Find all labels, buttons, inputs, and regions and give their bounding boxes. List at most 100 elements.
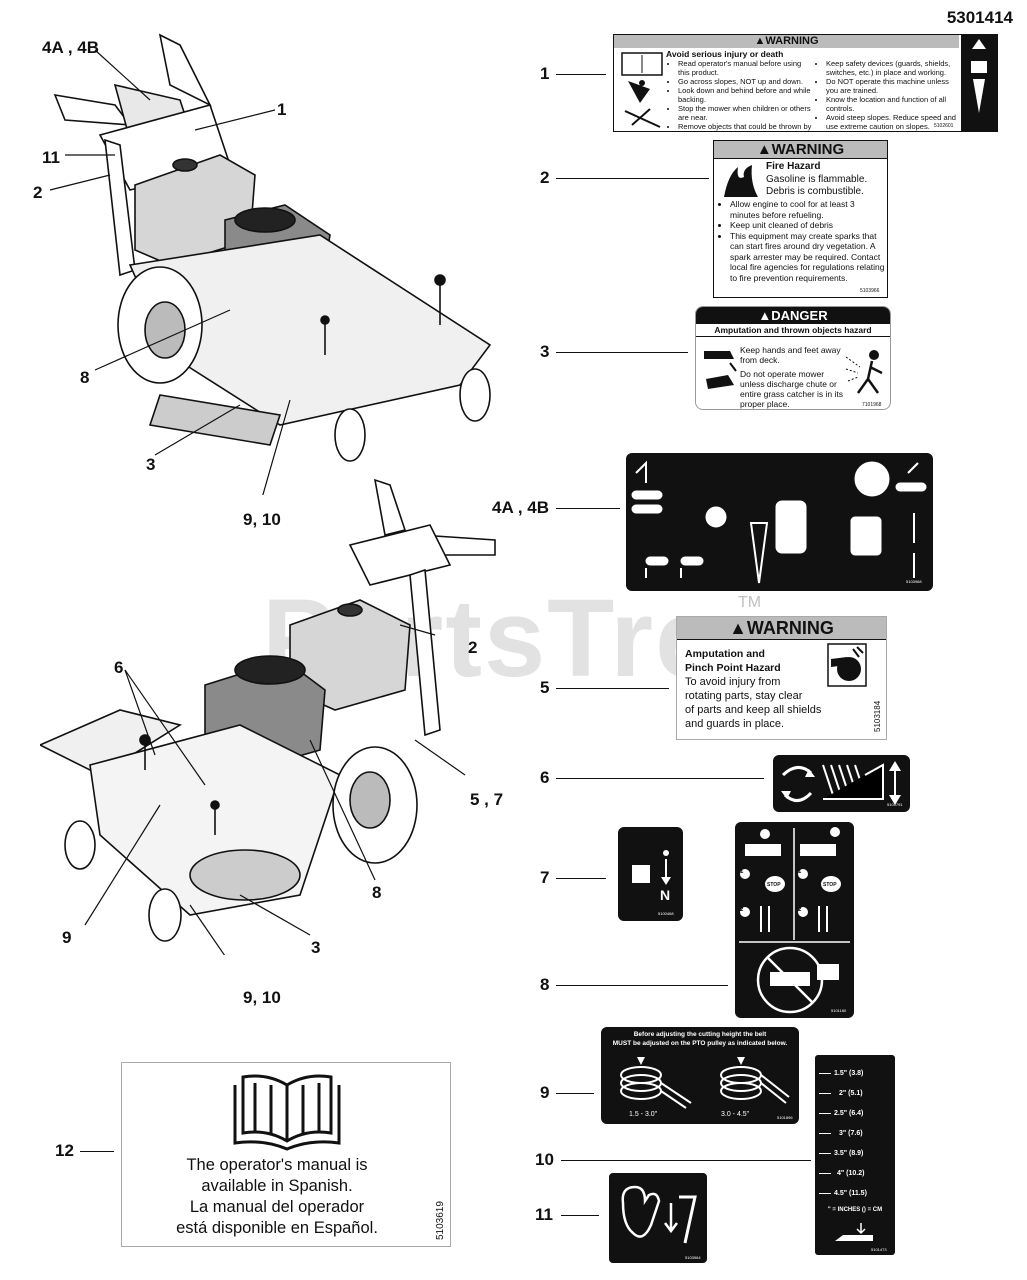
decal-3-title: Amputation and thrown objects hazard xyxy=(696,324,890,337)
decal-5-title2: Pinch Point Hazard xyxy=(685,662,781,674)
decal-8-graphics xyxy=(739,827,850,1014)
decal-1-title: Avoid serious injury or death xyxy=(666,49,784,59)
decal-1-right-item: Keep safety devices (guards, shields, sw… xyxy=(826,59,957,77)
decal-1-right-item: Do NOT operate this machine unless you a… xyxy=(826,77,957,95)
label-8: 8 xyxy=(540,975,550,994)
decal-5-title1: Amputation and xyxy=(685,648,765,660)
leader-3 xyxy=(556,352,688,353)
decal-1-left-item: Go across slopes, NOT up and down. xyxy=(678,77,814,86)
scale-mark: 3" (7.6) xyxy=(819,1123,893,1143)
thrown-objects-icon xyxy=(845,350,883,394)
decal-4-graphics xyxy=(631,460,927,584)
decal-5-title: Amputation and Pinch Point Hazard xyxy=(685,647,781,675)
decal-9-line2: MUST be adjusted on the PTO pulley as in… xyxy=(612,1039,788,1047)
leader-1 xyxy=(556,74,606,75)
scale-mark: 4.5" (11.5) xyxy=(819,1183,893,1203)
callout-3-top: 3 xyxy=(146,455,156,474)
leader-11 xyxy=(561,1215,599,1216)
decal-1-left-item: Read operator's manual before using this… xyxy=(678,59,814,77)
decal-2-title: Fire Hazard xyxy=(766,161,821,172)
label-5: 5 xyxy=(540,678,550,697)
decal-2-line1: Gasoline is flammable. xyxy=(766,173,868,185)
callout-9-10-top: 9, 10 xyxy=(243,510,281,529)
scale-mark: 2" (5.1) xyxy=(819,1083,893,1103)
deck-height-icon xyxy=(835,1223,873,1241)
decal-1-direction-panel: N xyxy=(961,35,997,131)
watermark-tm: TM xyxy=(738,594,762,611)
flame-icon xyxy=(724,165,758,197)
decal-10-height-scale: 1.5" (3.8) 2" (5.1) 2.5" (6.4) 3" (7.6) … xyxy=(815,1055,895,1255)
decal-6-height-adjust: 5103791 xyxy=(773,755,910,812)
decal-2-bullet: This equipment may create sparks that ca… xyxy=(730,231,886,284)
decal-8-step-2a: 2 xyxy=(740,907,744,913)
scale-mark: 3.5" (8.9) xyxy=(819,1143,893,1163)
decal-3-header: ▲DANGER xyxy=(696,307,890,324)
label-10: 10 xyxy=(535,1150,554,1169)
decal-3-danger: ▲DANGER Amputation and thrown objects ha… xyxy=(695,306,891,410)
decal-6-graphics xyxy=(781,761,901,805)
decal-5-code: 5103184 xyxy=(873,700,882,732)
glove-icon xyxy=(621,1185,697,1244)
decal-5-body-line: rotating parts, stay clear xyxy=(685,690,803,702)
part-number: 5301414 xyxy=(946,8,1013,27)
arrow-down-icon xyxy=(971,39,987,113)
decal-12-text: The operator's manual is available in Sp… xyxy=(122,1155,432,1239)
label-2: 2 xyxy=(540,168,550,187)
decal-1-left-item: Remove objects that could be thrown by t… xyxy=(678,122,814,131)
decal-2-bullets: Allow engine to cool for at least 3 minu… xyxy=(718,199,886,283)
callout-8-top: 8 xyxy=(80,368,90,387)
decal-5-body: To avoid injury from rotating parts, sta… xyxy=(685,675,821,731)
leader-8 xyxy=(556,985,728,986)
decal-4-code: 5103968 xyxy=(906,579,922,584)
decal-2-bullet: Keep unit cleaned of debris xyxy=(730,220,886,231)
decal-4-controls: 5103968 xyxy=(626,453,933,591)
decal-2-code: 5103966 xyxy=(860,288,880,294)
callout-9-10-bottom: 9, 10 xyxy=(243,988,281,1007)
callout-11-top: 11 xyxy=(42,148,60,167)
callout-3-bottom: 3 xyxy=(311,938,321,957)
decal-12-line2: available in Spanish. xyxy=(201,1177,353,1195)
callout-9-bottom: 9 xyxy=(62,928,72,947)
pulley-icons xyxy=(620,1057,790,1109)
label-11: 11 xyxy=(535,1205,553,1224)
decal-2-intro: Fire Hazard Gasoline is flammable. Debri… xyxy=(766,161,867,199)
leader-12 xyxy=(80,1151,114,1152)
label-12: 12 xyxy=(55,1141,74,1160)
leader-5 xyxy=(556,688,669,689)
decal-8-step-2b: 2 xyxy=(798,907,802,913)
decal-7-neutral: N 5100468 xyxy=(618,827,683,921)
label-6: 6 xyxy=(540,768,550,787)
decal-1-n: N xyxy=(975,115,983,127)
decal-5-body-line: To avoid injury from xyxy=(685,676,781,688)
mower-illustration-top xyxy=(49,33,492,495)
decal-1-warning: ▲WARNING Avoid serious injury or death R… xyxy=(613,34,998,132)
decal-11-glove: 5103964 xyxy=(609,1173,707,1263)
label-3: 3 xyxy=(540,342,550,361)
decal-8-stop-1: STOP xyxy=(767,882,781,888)
decal-7-graphics xyxy=(632,850,671,885)
decal-3-bullet1: Keep hands and feet away from deck. xyxy=(740,345,841,365)
decal-2-bullet: Allow engine to cool for at least 3 minu… xyxy=(730,199,886,220)
decal-5-body-line: of parts and keep all shields xyxy=(685,704,822,716)
decal-2-fire-warning: ▲WARNING Fire Hazard Gasoline is flammab… xyxy=(713,140,888,298)
decal-9-range-1: 1.5 - 3.0" xyxy=(629,1111,658,1118)
decal-1-code: 5102601 xyxy=(934,123,954,129)
label-1: 1 xyxy=(540,64,550,83)
leader-7 xyxy=(556,878,606,879)
leader-4 xyxy=(556,508,620,509)
decal-8-step-1a: 1 xyxy=(740,869,744,875)
decal-5-header: ▲WARNING xyxy=(677,617,886,640)
decal-1-pictograms xyxy=(621,52,663,128)
pinch-point-icon xyxy=(827,643,867,687)
decal-12-line3: La manual del operador xyxy=(189,1198,365,1216)
decal-12-line4: está disponible en Español. xyxy=(176,1219,378,1237)
decal-3-code: 7101968 xyxy=(862,402,882,408)
scale-mark: 1.5" (3.8) xyxy=(819,1063,893,1083)
label-9: 9 xyxy=(540,1083,550,1102)
decal-2-header: ▲WARNING xyxy=(714,141,887,159)
callout-2-bottom: 2 xyxy=(468,638,478,657)
decal-3-bullet2: Do not operate mower unless discharge ch… xyxy=(740,369,843,409)
decal-8-step-1b: 1 xyxy=(798,869,802,875)
decal-12-spanish-manual: The operator's manual is available in Sp… xyxy=(121,1062,451,1247)
decal-1-left-item: Stop the mower when children or others a… xyxy=(678,104,814,122)
